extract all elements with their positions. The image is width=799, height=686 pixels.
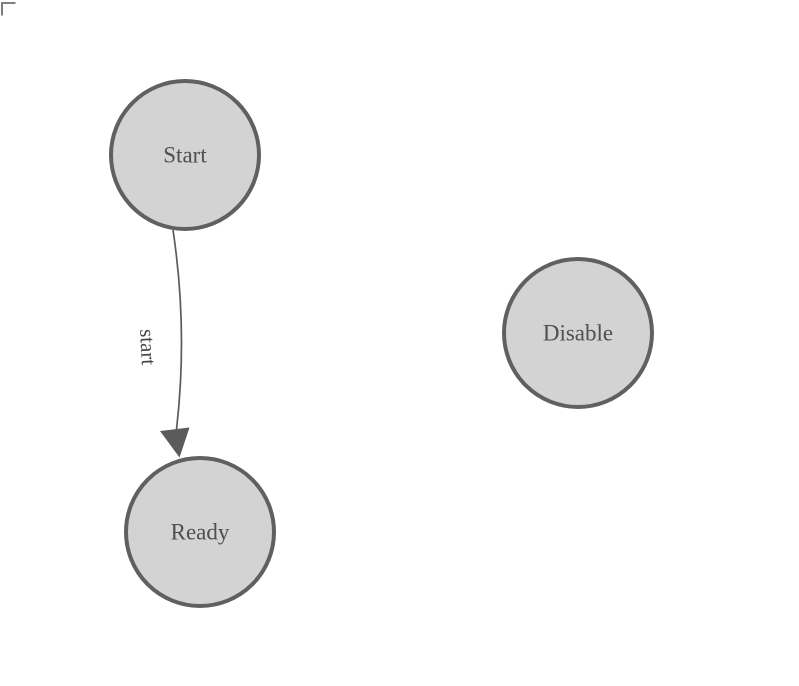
- transition-label[interactable]: start: [135, 328, 161, 366]
- state-node-disable-shape[interactable]: [502, 257, 654, 409]
- transition-path[interactable]: [172, 229, 183, 430]
- state-node-ready-shape[interactable]: [124, 456, 276, 608]
- transition-start-to-ready[interactable]: start: [135, 229, 190, 458]
- state-node-disable-label: Disable: [543, 321, 613, 346]
- state-node-ready[interactable]: Ready: [124, 456, 276, 608]
- state-node-start-label: Start: [163, 143, 207, 168]
- state-node-disable[interactable]: Disable: [502, 257, 654, 409]
- canvas-corner-mark-icon: [1, 2, 16, 16]
- state-node-start[interactable]: Start: [109, 79, 261, 231]
- state-node-ready-label: Ready: [171, 520, 230, 545]
- arrowhead-icon[interactable]: [160, 427, 190, 458]
- state-node-start-shape[interactable]: [109, 79, 261, 231]
